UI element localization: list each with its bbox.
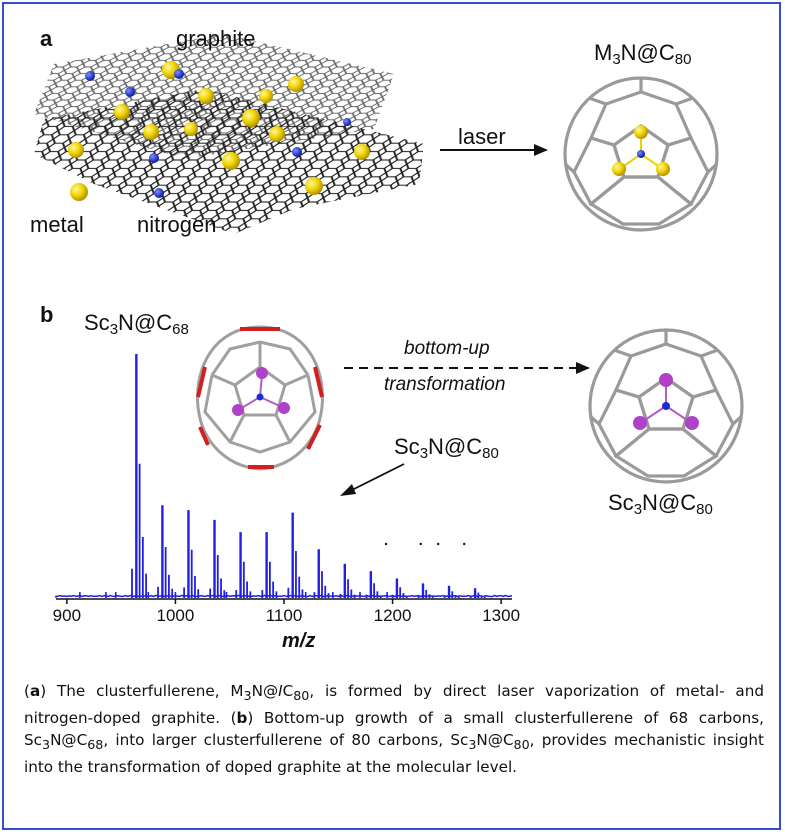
x-tick-label: 1300 [482,606,521,625]
spectrum-peak [183,510,200,598]
spectrum-peak [157,505,174,598]
fullerene-c80-a [563,76,719,232]
spectrum-peak [391,578,408,598]
spectrum-peak [261,532,278,598]
graphite-sheets [34,34,424,234]
metal-label: metal [30,212,84,237]
laser-arrow [440,144,548,156]
marker-dot [384,542,388,546]
spectrum-baseline [55,594,513,598]
spectrum-peak [209,519,226,598]
product-b-label: Sc3N@C80 [608,490,713,518]
spectrum-peak [313,549,330,598]
mass-spectrum-plot [55,354,513,604]
marker-dot [436,542,440,546]
marker-dot [463,542,466,546]
product-a-label: M3N@C80 [594,40,692,68]
spectrum-peak [131,354,148,598]
peak-pointer-arrow [340,463,405,496]
panel-b-label: b [40,302,54,327]
x-tick-label: 1200 [373,606,412,625]
x-tick-label: 1100 [265,606,303,625]
panel-a-label: a [40,26,53,51]
peak-c80-label: Sc3N@C80 [394,434,499,462]
fullerene-c80-b [588,328,744,484]
figure-caption: (a) The clusterfullerene, M3N@IC80, is f… [24,682,764,777]
spectrum-peak [469,588,486,598]
marker-dot [419,542,422,546]
spectrum-peak [443,585,460,598]
arrow-label-line1: bottom-up [404,338,490,359]
graphite-label: graphite [176,26,256,51]
nitrogen-label: nitrogen [137,212,217,237]
fullerene-c68 [196,325,324,471]
spectrum-peak [417,583,434,598]
transformation-arrow [344,362,590,374]
x-tick-label: 900 [52,606,82,625]
arrow-label-line2: transformation [384,374,506,395]
laser-label: laser [458,124,506,149]
x-axis-label: m/z [282,630,316,652]
peak-c68-label: Sc3N@C68 [84,310,189,338]
spectrum-peak [365,571,382,598]
x-tick-label: 1000 [156,606,195,625]
spectrum-peak [287,512,304,598]
spectrum-peak [339,563,356,598]
spectrum-peak [235,532,252,598]
